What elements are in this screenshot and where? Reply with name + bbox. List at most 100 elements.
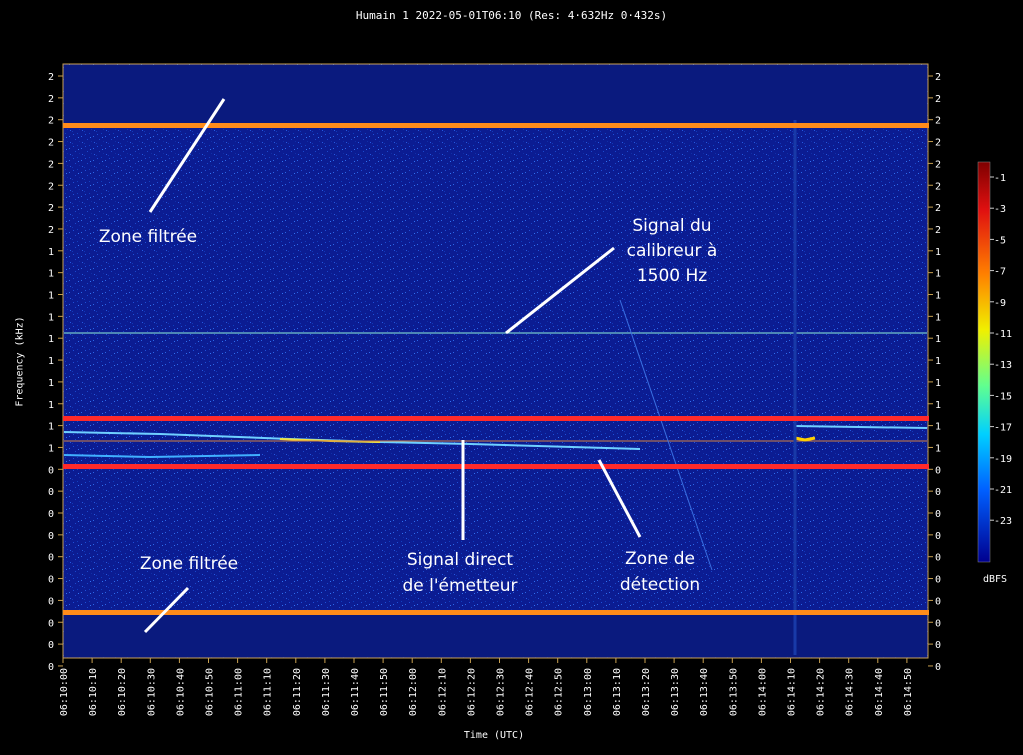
x-tick-label: 06:14:30 [845,668,856,716]
y-tick-label: 0 [48,465,54,476]
x-tick-label: 06:14:50 [903,668,914,716]
y-tick-label: 1 [48,378,54,389]
x-tick-label: 06:10:50 [205,668,216,716]
y-tick-label: 1 [48,312,54,323]
x-tick-label: 06:11:40 [350,668,361,716]
x-tick-label: 06:12:50 [554,668,565,716]
plot-area [62,63,929,659]
colorbar [977,161,991,563]
x-tick-label: 06:10:20 [117,668,128,716]
y-tick-label-right: 1 [935,378,941,389]
y-tick-label-right: 0 [935,640,941,651]
y-tick-label-right: 1 [935,291,941,302]
pointer-lines [143,98,642,634]
colorbar-tick-label: -3 [994,204,1006,215]
y-tick-label-right: 0 [935,465,941,476]
colorbar-label: dBFS [982,574,1008,585]
y-tick-label: 0 [48,640,54,651]
y-tick-label: 2 [48,225,54,236]
y-tick-label-right: 2 [935,116,941,127]
y-tick-label: 2 [48,116,54,127]
y-tick-label: 2 [48,138,54,149]
y-tick-label: 0 [48,553,54,564]
y-tick-label: 0 [48,662,54,673]
x-tick-label: 06:14:00 [757,668,768,716]
y-tick-label-right: 1 [935,312,941,323]
filtered-zone-bottom [64,613,927,657]
annotation-text: Signal du [632,216,711,236]
diagonal-echo [619,299,713,571]
y-tick-label: 1 [48,269,54,280]
x-tick-label: 06:10:40 [175,668,186,716]
signal-traces [63,120,928,655]
y-tick-label: 0 [48,531,54,542]
x-tick-label: 06:14:40 [874,668,885,716]
y-tick-label-right: 2 [935,159,941,170]
y-tick-label-right: 0 [935,596,941,607]
y-tick-label-right: 2 [935,225,941,236]
orange-band-top [63,123,929,128]
y-tick-label: 0 [48,487,54,498]
x-tick-label: 06:11:20 [292,668,303,716]
red-band-bottom [63,464,929,469]
y-tick-label: 1 [48,334,54,345]
x-tick-label: 06:13:20 [641,668,652,716]
filtered-zone-top [64,65,927,125]
colorbar-tick-label: -15 [994,391,1012,402]
y-tick-label-right: 1 [935,356,941,367]
x-tick-label: 06:13:50 [728,668,739,716]
x-tick-label: 06:10:30 [146,668,157,716]
y-tick-label-right: 0 [935,509,941,520]
y-tick-label-right: 0 [935,531,941,542]
annotation-text: Zone filtrée [99,227,197,247]
y-tick-label-right: 0 [935,553,941,564]
x-tick-label: 06:13:40 [699,668,710,716]
right-trace [794,425,928,429]
x-tick-label: 06:12:30 [496,668,507,716]
y-tick-label: 0 [48,509,54,520]
y-tick-label-right: 2 [935,203,941,214]
annotation-text: de l'émetteur [402,576,517,596]
x-tick-label: 06:11:10 [263,668,274,716]
y-tick-label: 1 [48,400,54,411]
x-tick-label: 06:12:20 [466,668,477,716]
colorbar-tick-label: -5 [994,235,1006,246]
x-tick-label: 06:14:10 [787,668,798,716]
y-tick-label: 1 [48,422,54,433]
y-tick-label: 2 [48,203,54,214]
colorbar-tick-label: -19 [994,454,1012,465]
colorbar-tick-label: -21 [994,485,1012,496]
y-tick-label-right: 2 [935,138,941,149]
red-band-top [63,416,929,421]
colorbar-tick-label: -7 [994,267,1006,278]
y-tick-label-right: 0 [935,487,941,498]
y-tick-label: 0 [48,596,54,607]
y-tick-label-right: 1 [935,334,941,345]
y-tick-label-right: 1 [935,422,941,433]
x-tick-label: 06:10:10 [88,668,99,716]
y-tick-label: 1 [48,356,54,367]
y-tick-label: 1 [48,291,54,302]
colorbar-tick-label: -1 [994,173,1006,184]
x-tick-label: 06:13:30 [670,668,681,716]
y-tick-label-right: 0 [935,575,941,586]
y-tick-label-right: 2 [935,94,941,105]
x-tick-label: 06:11:00 [234,668,245,716]
y-tick-label: 0 [48,575,54,586]
annotation-text: détection [620,575,700,595]
annotation-text: 1500 Hz [637,266,707,286]
y-tick-label-right: 1 [935,269,941,280]
x-tick-label: 06:10:00 [59,668,70,716]
y-tick-label-right: 2 [935,72,941,83]
y-tick-label: 1 [48,247,54,258]
y-tick-label-right: 0 [935,618,941,629]
x-tick-label: 06:13:10 [612,668,623,716]
x-tick-label: 06:12:40 [525,668,536,716]
y-tick-label-right: 1 [935,247,941,258]
meteor-echo [794,436,816,442]
colorbar-tick-label: -23 [994,516,1012,527]
chart-title: Humain 1 2022-05-01T06:10 (Res: 4·632Hz … [355,9,668,22]
annotation-text: Zone filtrée [140,554,238,574]
x-axis-label: Time (UTC) [463,730,525,741]
x-tick-label: 06:12:00 [408,668,419,716]
